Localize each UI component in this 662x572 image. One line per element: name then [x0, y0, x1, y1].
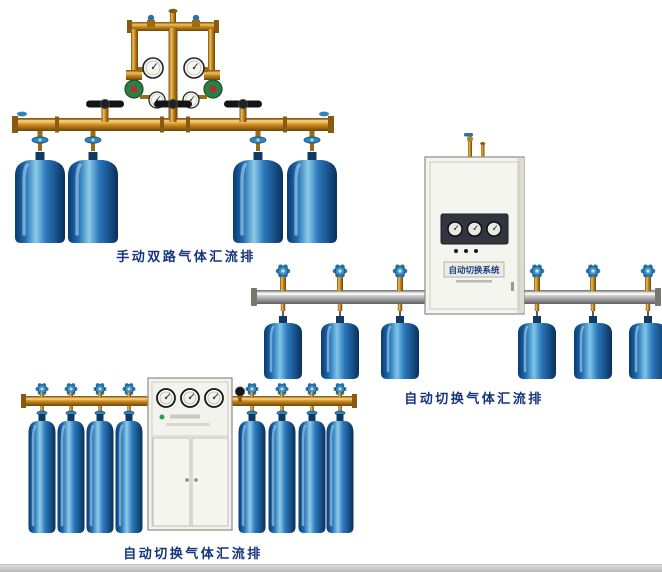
indicator-dot-icon	[454, 249, 458, 253]
pressure-gauge-icon	[486, 221, 502, 237]
blue-valve-cap-icon	[275, 263, 291, 279]
blue-valve-cap-icon	[392, 263, 408, 279]
cabinet-door	[191, 437, 229, 527]
gas-cylinder	[13, 131, 67, 245]
manifold-pipes	[21, 394, 357, 408]
cylinder-valve-wheel-icon	[84, 136, 102, 152]
ball-valve-knob-icon	[192, 14, 200, 22]
blue-valve-cap-icon	[332, 263, 348, 279]
ball-valve-knob-icon	[464, 133, 473, 137]
gas-cylinder	[379, 263, 421, 381]
blue-valve-cap-icon	[640, 263, 656, 279]
door-handle-icon	[511, 282, 514, 291]
dual-regulator-assembly	[124, 8, 223, 120]
pressure-gauge-icon	[447, 221, 463, 237]
pressure-gauge-icon	[466, 221, 483, 237]
auto-switch-wall-manifold-illustration: 自动切换系统	[251, 133, 662, 381]
pressure-gauge-icon	[156, 388, 176, 408]
pressure-gauge-icon	[204, 388, 224, 408]
product-caption-auto-switch-floor: 自动切换气体汇流排	[123, 547, 263, 562]
manual-dual-manifold-illustration	[12, 8, 339, 245]
cabinet-door	[152, 437, 191, 527]
indicator-dot-icon	[474, 249, 478, 253]
hanging-cylinder-bank	[262, 263, 662, 381]
blue-valve-cap-icon	[529, 263, 545, 279]
product-caption-manual-dual: 手动双路气体汇流排	[116, 250, 256, 265]
gas-cylinder	[572, 263, 614, 381]
pressure-regulator-left	[124, 57, 166, 109]
gas-cylinder	[66, 131, 120, 245]
cabinet-top-pipes	[464, 133, 486, 158]
blue-valve-cap-icon	[319, 111, 329, 117]
blue-valve-cap-icon	[17, 111, 27, 117]
gas-cylinder	[627, 263, 662, 381]
control-cabinet: 自动切换系统	[424, 156, 525, 315]
auto-switch-floor-manifold-illustration	[21, 377, 357, 535]
cabinet-gauges	[156, 388, 224, 408]
footer-divider-bar	[0, 564, 662, 572]
cylinder-valve-wheel-icon	[31, 136, 49, 152]
gas-cylinder-bank	[13, 131, 339, 245]
gas-cylinder	[231, 131, 285, 245]
blue-valve-cap-icon	[585, 263, 601, 279]
indicator-light-icon	[159, 414, 165, 420]
door-handle-icon	[194, 478, 198, 482]
pressure-gauge-icon	[180, 388, 200, 408]
door-handle-icon	[185, 478, 189, 482]
pressure-regulator-right	[182, 57, 223, 109]
gas-cylinder	[262, 263, 304, 381]
gas-cylinder	[319, 263, 361, 381]
cabinet-gauges	[447, 221, 502, 237]
cabinet-label: 自动切换系统	[448, 265, 500, 276]
control-cabinet-floor	[147, 377, 233, 531]
gas-cylinder	[285, 131, 339, 245]
cabinet-label-plate	[443, 261, 505, 278]
ball-valve-knob-icon	[147, 14, 155, 22]
pipe-end-cap-icon	[168, 8, 178, 14]
gas-cylinder	[516, 263, 558, 381]
pressure-gauge-icon	[142, 57, 164, 79]
pressure-gauge-icon	[183, 57, 205, 79]
black-valve-knob-icon	[235, 386, 245, 397]
product-caption-auto-switch-wall: 自动切换气体汇流排	[404, 392, 544, 407]
indicator-dot-icon	[464, 249, 468, 253]
